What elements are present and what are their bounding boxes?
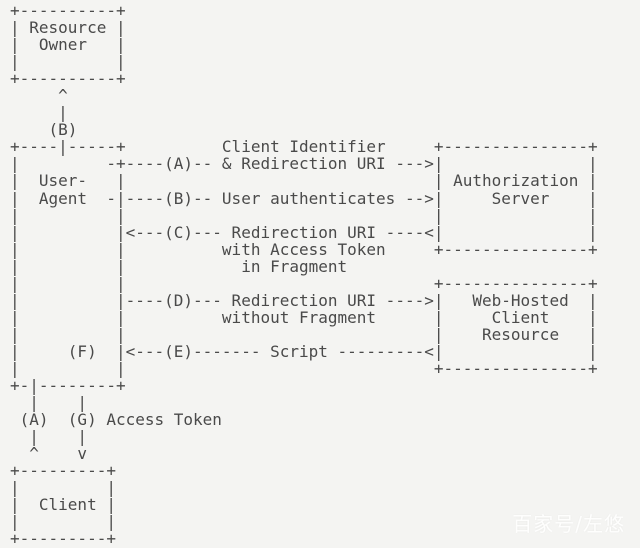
- ascii-line: | | in Fragment: [10, 256, 348, 276]
- ascii-line: | |----(D)--- Redirection URI ---->| Web…: [10, 290, 598, 310]
- ascii-line: | | | |: [10, 205, 598, 225]
- ascii-line: |: [10, 103, 68, 123]
- ascii-line: | | +---------------+: [10, 358, 598, 378]
- ascii-line: +---------+: [10, 529, 116, 548]
- ascii-line: | Resource |: [10, 18, 126, 38]
- ascii-line: | User- | | Authorization |: [10, 171, 598, 191]
- ascii-line: | |<---(C)--- Redirection URI ----<| |: [10, 222, 598, 242]
- ascii-line: (A) (G) Access Token: [10, 410, 222, 430]
- ascii-line: | |: [10, 427, 88, 447]
- ascii-line: +-|--------+: [10, 376, 126, 396]
- ascii-line: +----|-----+ Client Identifier +--------…: [10, 137, 598, 157]
- ascii-line: | -+----(A)-- & Redirection URI --->| |: [10, 154, 598, 174]
- ascii-line: | | with Access Token +---------------+: [10, 239, 598, 259]
- ascii-line: +----------+: [10, 69, 126, 89]
- ascii-line: | (F) |<---(E)------- Script ---------<|…: [10, 341, 598, 361]
- ascii-line: ^ v: [10, 444, 88, 464]
- ascii-line: +---------+: [10, 461, 116, 481]
- ascii-line: ^: [10, 86, 68, 106]
- ascii-line: | Owner |: [10, 35, 126, 55]
- ascii-line: | Client |: [10, 495, 116, 515]
- ascii-line: | |: [10, 478, 116, 498]
- ascii-line: | Agent -|----(B)-- User authenticates -…: [10, 188, 598, 208]
- ascii-line: | | +---------------+: [10, 273, 598, 293]
- ascii-line: | |: [10, 393, 88, 413]
- ascii-line: | | | Resource |: [10, 324, 598, 344]
- ascii-line: | | without Fragment | Client |: [10, 307, 598, 327]
- ascii-line: | |: [10, 512, 116, 532]
- ascii-line: (B): [10, 120, 78, 140]
- ascii-line: | |: [10, 52, 126, 72]
- ascii-line: +----------+: [10, 1, 126, 20]
